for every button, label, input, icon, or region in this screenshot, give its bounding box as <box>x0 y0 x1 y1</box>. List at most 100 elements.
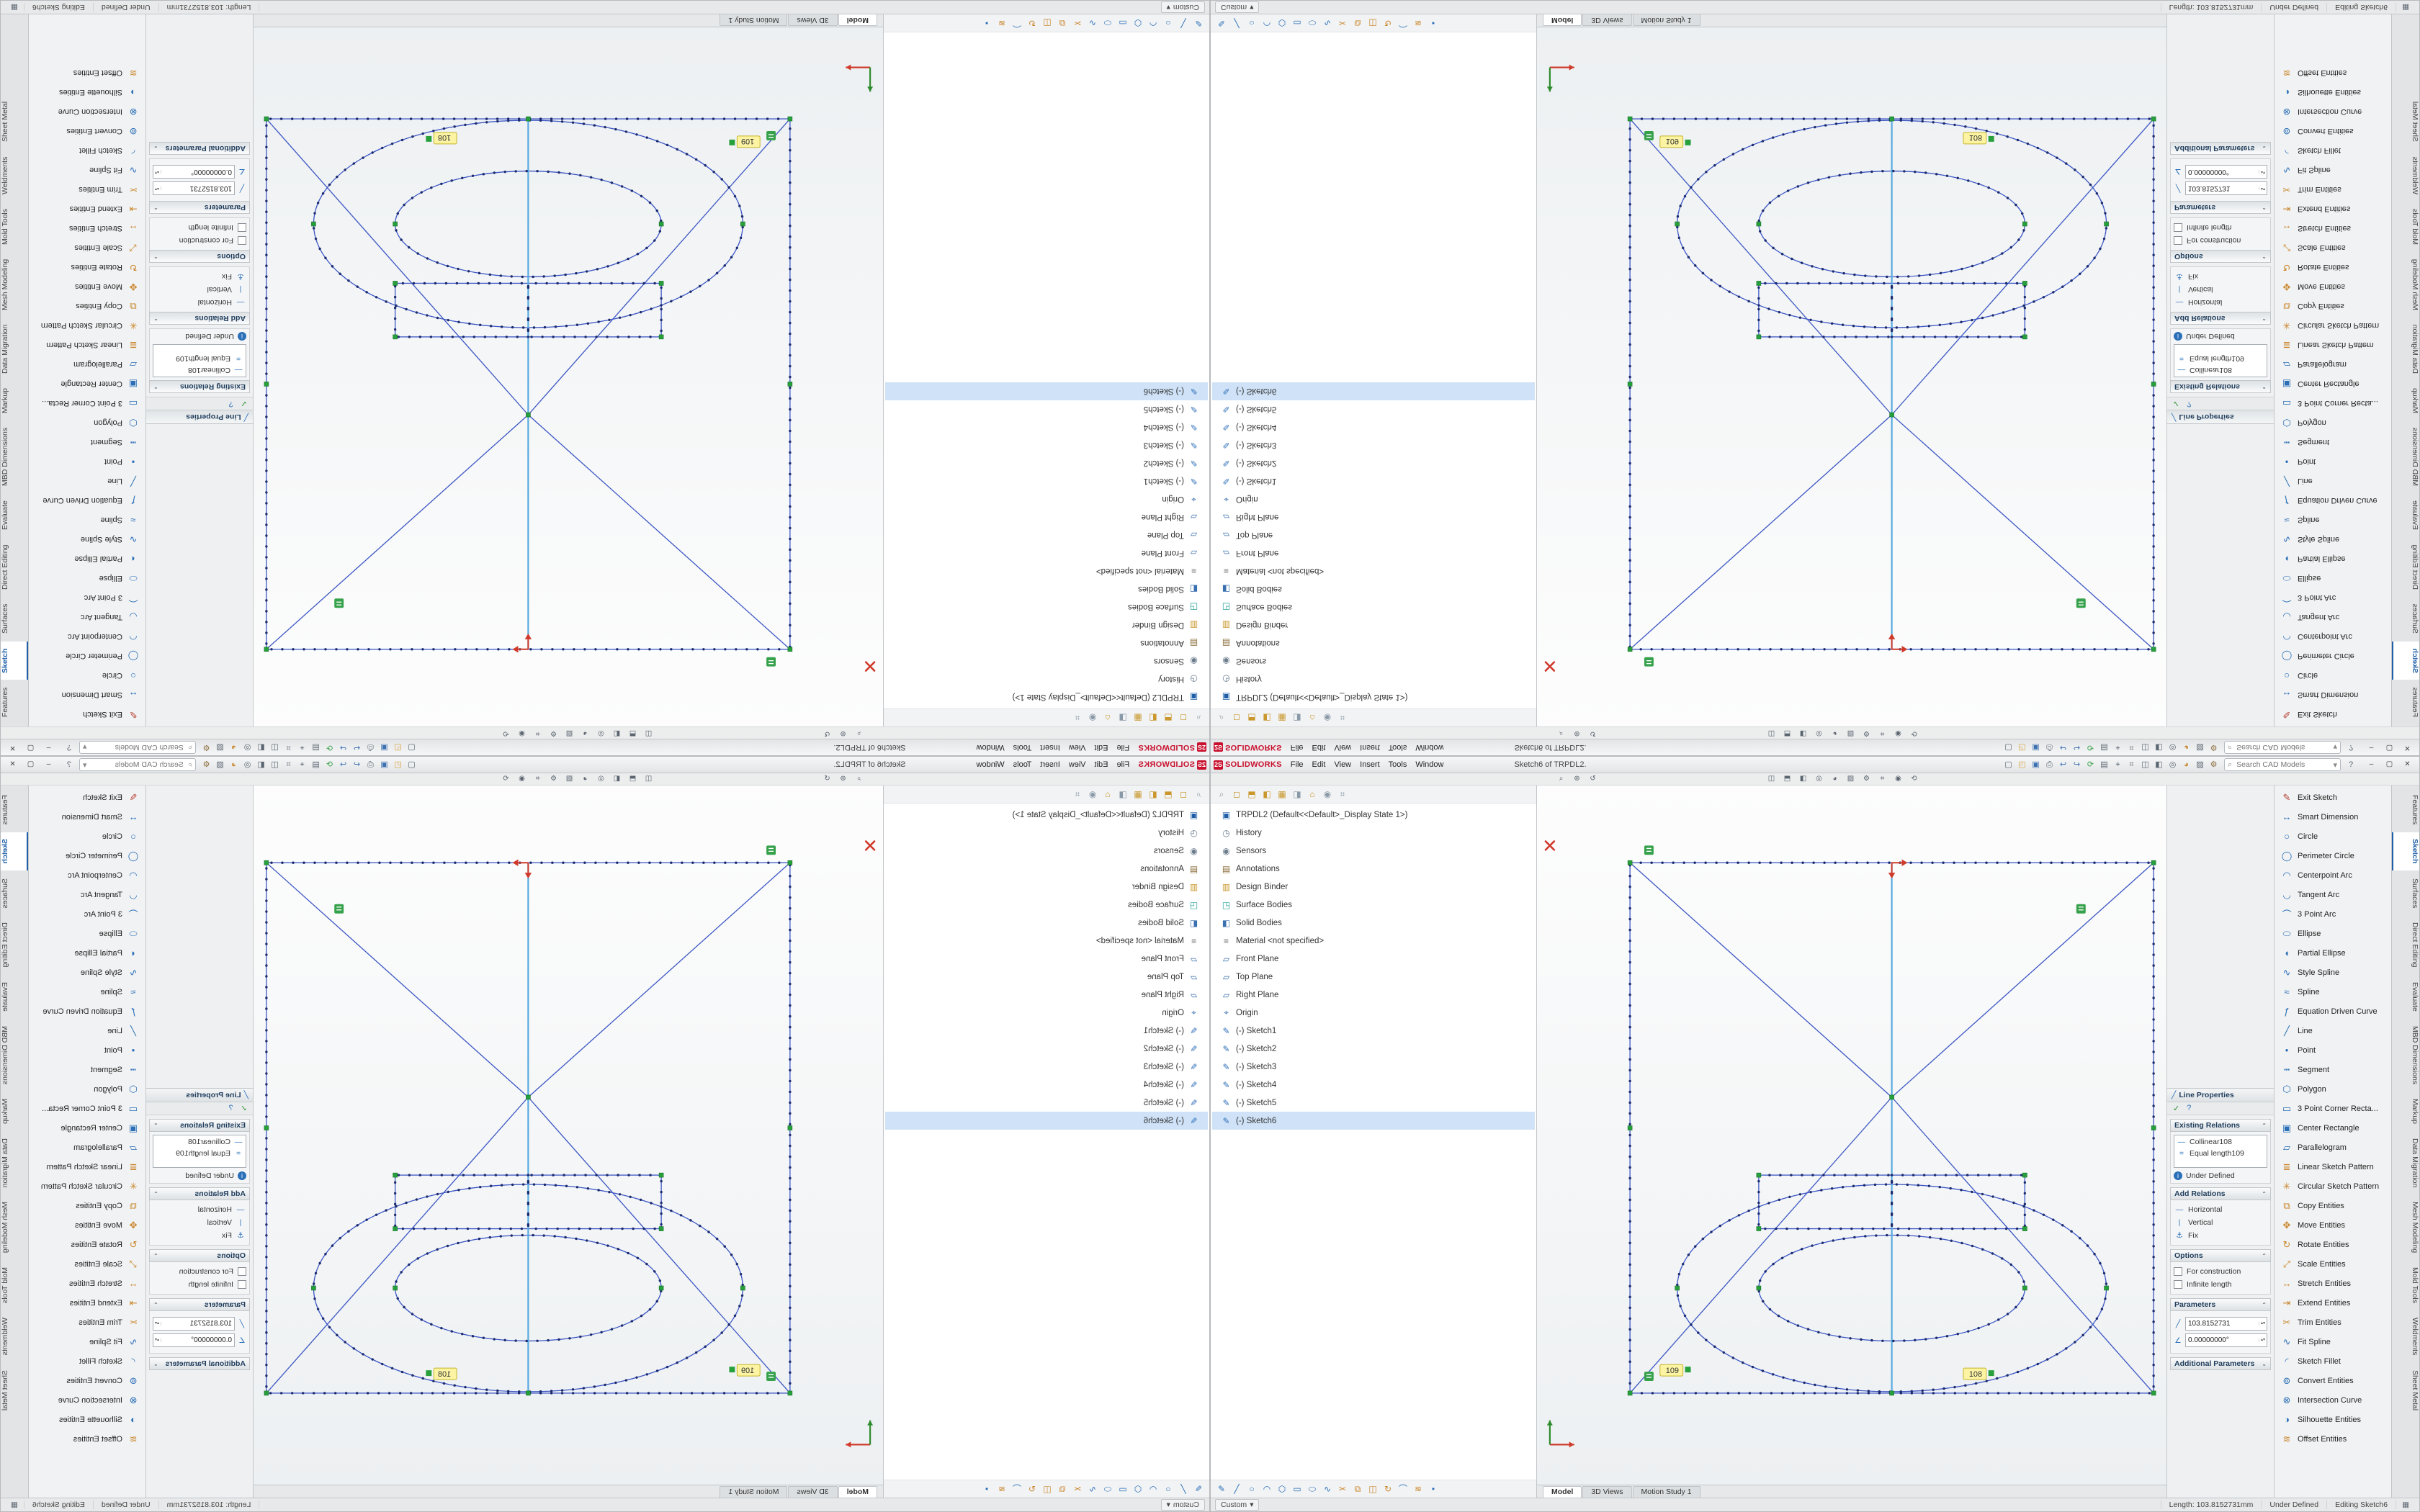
parameter-field[interactable]: 103.8152731 ▴▾ <box>2185 181 2267 195</box>
tree-item[interactable]: ◉ Sensors <box>1212 652 1535 670</box>
selection-filter-icon[interactable]: ⌖ <box>2115 760 2120 769</box>
section-view-icon[interactable]: ◫ <box>645 729 653 737</box>
tree-item[interactable]: ⌖ Origin <box>1212 490 1535 508</box>
command-tab[interactable]: Evaluate <box>2411 981 2419 1012</box>
tree-item[interactable]: ✎ (-) Sketch5 <box>885 400 1208 418</box>
tool-button[interactable]: ∿ Fit Spline <box>29 161 145 180</box>
selection-filter-icon[interactable]: ⌖ <box>2115 743 2120 752</box>
tree-item[interactable]: ✎ (-) Sketch4 <box>1212 1076 1535 1094</box>
tool-button[interactable]: ○ Circle <box>29 666 145 685</box>
tool-button[interactable]: ↔ Stretch Entities <box>29 219 145 238</box>
spinner-arrows-icon[interactable]: ▴▾ <box>153 170 162 174</box>
tool-button[interactable]: ◜ Sketch Fillet <box>29 1351 145 1371</box>
options-header[interactable]: Options ⌃ <box>149 1249 250 1262</box>
mirror-icon[interactable]: ◫ <box>1043 18 1052 28</box>
filter-icon[interactable]: ⌕ <box>1196 789 1201 799</box>
menu-item[interactable]: File <box>1290 760 1304 769</box>
scene-icon[interactable]: ▨ <box>216 760 224 769</box>
command-tab[interactable]: Surfaces <box>2411 603 2419 634</box>
tool-button[interactable]: ▭ 3 Point Corner Recta... <box>29 394 145 413</box>
sketch-icon[interactable]: ✎ <box>1194 1484 1203 1494</box>
close-button[interactable]: ✕ <box>2404 744 2411 752</box>
tool-button[interactable]: ⬭ Ellipse <box>29 924 145 943</box>
command-tab[interactable]: Evaluate <box>1 500 9 531</box>
dimension-callout-108[interactable]: 108 <box>426 1367 457 1380</box>
model-tab[interactable]: Motion Study 1 <box>1632 1486 1700 1498</box>
model-tab[interactable]: Model <box>1543 14 1582 26</box>
polygon-icon[interactable]: ⬡ <box>1278 1484 1286 1494</box>
print-icon[interactable]: ⎙ <box>367 743 374 752</box>
command-tab[interactable]: Sketch <box>1 832 28 870</box>
dimension-callout-108[interactable]: 108 <box>1963 1367 1994 1380</box>
tool-button[interactable]: ∿ Style Spline <box>29 530 145 549</box>
command-tab[interactable]: Sheet Metal <box>2411 102 2419 143</box>
ok-button[interactable]: ✓ <box>2173 399 2180 408</box>
tool-button[interactable]: ⧉ Copy Entities <box>29 1196 145 1215</box>
sketch-icon[interactable]: ✎ <box>1194 18 1203 28</box>
view-top-icon[interactable]: ⬒ <box>1247 713 1256 723</box>
relation-list-item[interactable]: — Collinear108 <box>2175 364 2266 376</box>
redo-icon[interactable]: ↪ <box>339 760 347 769</box>
menu-item[interactable]: File <box>1116 743 1130 752</box>
display-pane-icon[interactable]: ◨ <box>1293 713 1301 723</box>
add-relation-button[interactable]: | Vertical <box>2174 1216 2267 1229</box>
tree-item[interactable]: ◷ History <box>885 670 1208 688</box>
minimize-button[interactable]: – <box>2369 744 2374 752</box>
tool-button[interactable]: ≋ Offset Entities <box>29 1429 145 1449</box>
tool-button[interactable]: ◠ Centerpoint Arc <box>29 627 145 647</box>
tool-button[interactable]: ↔ Stretch Entities <box>2275 219 2391 238</box>
rebuild-icon[interactable]: ⟳ <box>326 743 333 752</box>
tool-button[interactable]: ⌒ 3 Point Arc <box>2275 588 2391 608</box>
new-file-icon[interactable]: ▢ <box>2004 743 2012 752</box>
tree-item[interactable]: ✎ (-) Sketch6 <box>1212 382 1535 400</box>
appearance-icon[interactable]: ◕ <box>231 760 236 769</box>
command-tab[interactable]: Surfaces <box>1 603 9 634</box>
tool-button[interactable]: ∿ Fit Spline <box>2275 1332 2391 1351</box>
point-icon[interactable]: • <box>985 1484 989 1494</box>
add-relation-button[interactable]: — Horizontal <box>2174 1203 2267 1216</box>
tool-button[interactable]: ◜ Sketch Fillet <box>2275 141 2391 161</box>
tool-button[interactable]: ∿ Style Spline <box>2275 530 2391 549</box>
offset-icon[interactable]: ≋ <box>998 18 1006 28</box>
undo-icon[interactable]: ↩ <box>353 743 361 752</box>
tool-button[interactable]: ╱ Line <box>29 472 145 491</box>
mirror-icon[interactable]: ◫ <box>1368 1484 1377 1494</box>
section-view-icon[interactable]: ◫ <box>271 743 279 752</box>
search-caret-icon[interactable]: ▾ <box>2333 760 2337 770</box>
add-relation-button[interactable]: | Vertical <box>153 283 246 296</box>
command-tab[interactable]: Sketch <box>2392 832 2419 870</box>
tree-item[interactable]: ▱ Front Plane <box>1212 950 1535 968</box>
scene-icon[interactable]: ▨ <box>2196 743 2204 752</box>
parameters-header[interactable]: Parameters ⌃ <box>149 1298 250 1311</box>
line-icon[interactable]: ╱ <box>1180 18 1186 28</box>
command-tab[interactable]: Sketch <box>2392 642 2419 680</box>
mirror-icon[interactable]: ◫ <box>1043 1484 1052 1494</box>
command-tab[interactable]: Mold Tools <box>1 1267 9 1304</box>
existing-relations-header[interactable]: Existing Relations ⌃ <box>149 380 250 393</box>
view-iso-icon[interactable]: ◧ <box>1263 789 1271 799</box>
checkbox[interactable] <box>238 1280 246 1289</box>
tree-item[interactable]: ▱ Front Plane <box>885 544 1208 562</box>
view-iso-icon[interactable]: ◧ <box>1149 713 1157 723</box>
help-button[interactable]: ? <box>228 400 233 408</box>
tool-button[interactable]: ▭ 3 Point Corner Recta... <box>2275 394 2391 413</box>
camera-icon[interactable]: ◉ <box>519 729 525 737</box>
redo-icon[interactable]: ↪ <box>339 743 347 752</box>
offset-icon[interactable]: ≋ <box>1414 1484 1422 1494</box>
command-tab[interactable]: Mesh Modeling <box>1 1202 9 1254</box>
tool-button[interactable]: ╱ Line <box>2275 1021 2391 1040</box>
custom-toolbar-chip[interactable]: Custom ▾ <box>1160 1499 1205 1511</box>
help-button[interactable]: ? <box>66 743 72 752</box>
maximize-button[interactable]: ▢ <box>27 760 35 768</box>
relation-list-item[interactable]: = Equal length109 <box>2175 1148 2266 1159</box>
tool-button[interactable]: ⧉ Copy Entities <box>29 297 145 316</box>
command-tab[interactable]: Mold Tools <box>1 208 9 245</box>
options-header[interactable]: Options ⌃ <box>2170 250 2271 263</box>
new-file-icon[interactable]: ▢ <box>408 760 416 769</box>
tool-button[interactable]: ◠ Centerpoint Arc <box>2275 627 2391 647</box>
command-tab[interactable]: Sheet Metal <box>2411 1369 2419 1410</box>
tree-item[interactable]: ◷ History <box>1212 670 1535 688</box>
view-settings-icon[interactable]: ⚙ <box>1863 775 1870 783</box>
menu-item[interactable]: Window <box>976 760 1005 769</box>
view-iso-icon[interactable]: ◧ <box>1149 789 1157 799</box>
